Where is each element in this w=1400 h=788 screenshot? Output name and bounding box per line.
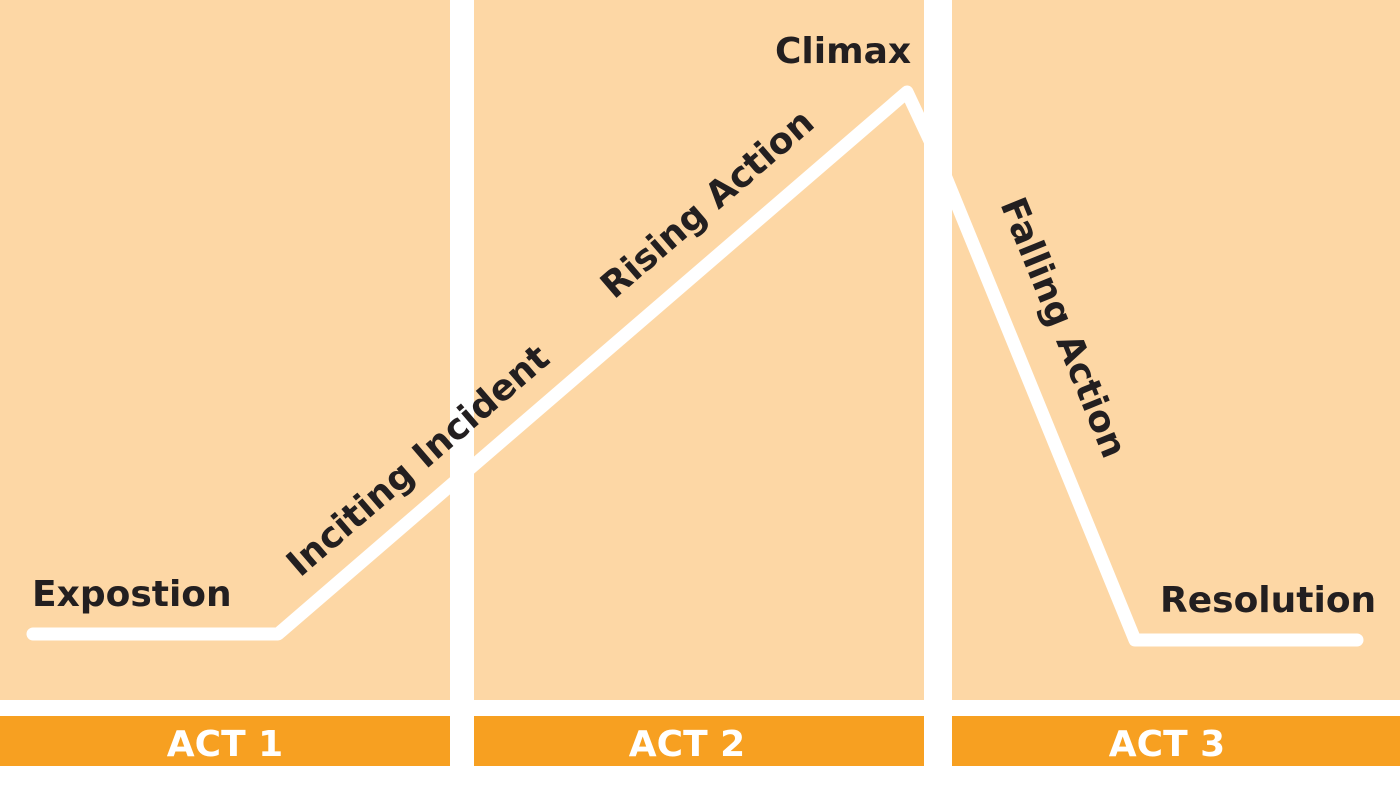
act-2-label: ACT 2 — [629, 724, 745, 765]
act-3-panel — [952, 0, 1400, 700]
act-divider-2 — [924, 0, 952, 788]
act-3-bar — [952, 716, 1400, 766]
exposition-label: Expostion — [32, 574, 232, 615]
climax-label: Climax — [775, 31, 911, 72]
resolution-label: Resolution — [1160, 580, 1376, 621]
act-1-panel — [0, 0, 450, 700]
act-1-label: ACT 1 — [167, 724, 283, 765]
act-2-bar — [474, 716, 924, 766]
plot-arc-line — [26, 85, 1364, 647]
act-2-panel — [474, 0, 924, 700]
act-divider-1 — [450, 0, 474, 788]
act-3-label: ACT 3 — [1109, 724, 1225, 765]
act-1-bar — [0, 716, 450, 766]
